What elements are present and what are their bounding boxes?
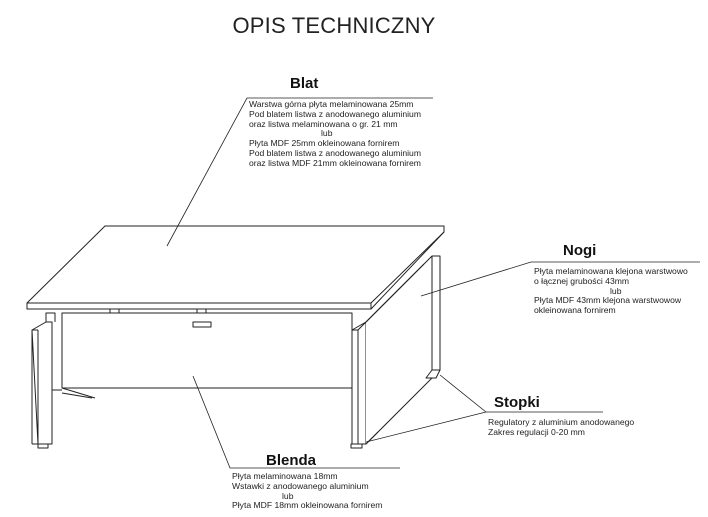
page-title: OPIS TECHNICZNY [232,13,436,38]
stopki-leader-line-2 [365,411,487,443]
right-leg [351,321,367,445]
blat-line: lub [321,128,333,139]
blat-line: Warstwa górna płyta melaminowana 25mm [249,99,414,109]
blat-line: oraz listwa MDF 21mm okleinowana fornire… [249,157,421,168]
left-leg [31,321,53,445]
nogi-line: Płyta MDF 43mm klejona warstwowow [534,295,682,306]
stopki-line: Zakres regulacji 0-20 mm [488,426,585,437]
nogi-line: Płyta melaminowana klejona warstwowo [534,266,688,276]
nogi-description: Płyta melaminowana klejona warstwowo o ł… [534,266,688,316]
blat-line: Pod blatem listwa z anodowanego aluminiu… [249,147,421,158]
nogi-line: lub [610,285,622,296]
blenda-line: lub [282,490,294,501]
desk-top-front-edge [26,302,372,310]
stopki-heading: Stopki [494,394,540,411]
blat-line: Płyta MDF 25mm okleinowana fornirem [249,138,400,149]
blenda-line: Płyta MDF 18mm okleinowana fornirem [232,500,383,511]
blenda-line: Wstawki z anodowanego aluminium [232,480,369,491]
blat-heading: Blat [290,75,319,92]
blenda-heading: Blenda [266,452,317,469]
blenda-leader-line [192,375,400,469]
blat-line: oraz listwa melaminowana o gr. 21 mm [249,118,398,129]
stopki-line: Regulatory z aluminium anodowanego [488,417,635,427]
blat-description: Warstwa górna płyta melaminowana 25mm Po… [249,99,421,169]
stopki-description: Regulatory z aluminium anodowanego Zakre… [488,417,635,438]
desk-top [26,225,445,304]
nogi-leader-line [420,261,700,297]
nogi-line: okleinowana fornirem [534,305,616,316]
blat-leader-line [166,97,433,247]
blenda-line: Płyta melaminowana 18mm [232,471,338,481]
nogi-line: o łącznej grubości 43mm [534,275,630,286]
blat-line: Pod blatem listwa z anodowanego aluminiu… [249,108,421,119]
blenda-description: Płyta melaminowana 18mm Wstawki z anodow… [232,471,383,511]
nogi-heading: Nogi [563,242,597,259]
